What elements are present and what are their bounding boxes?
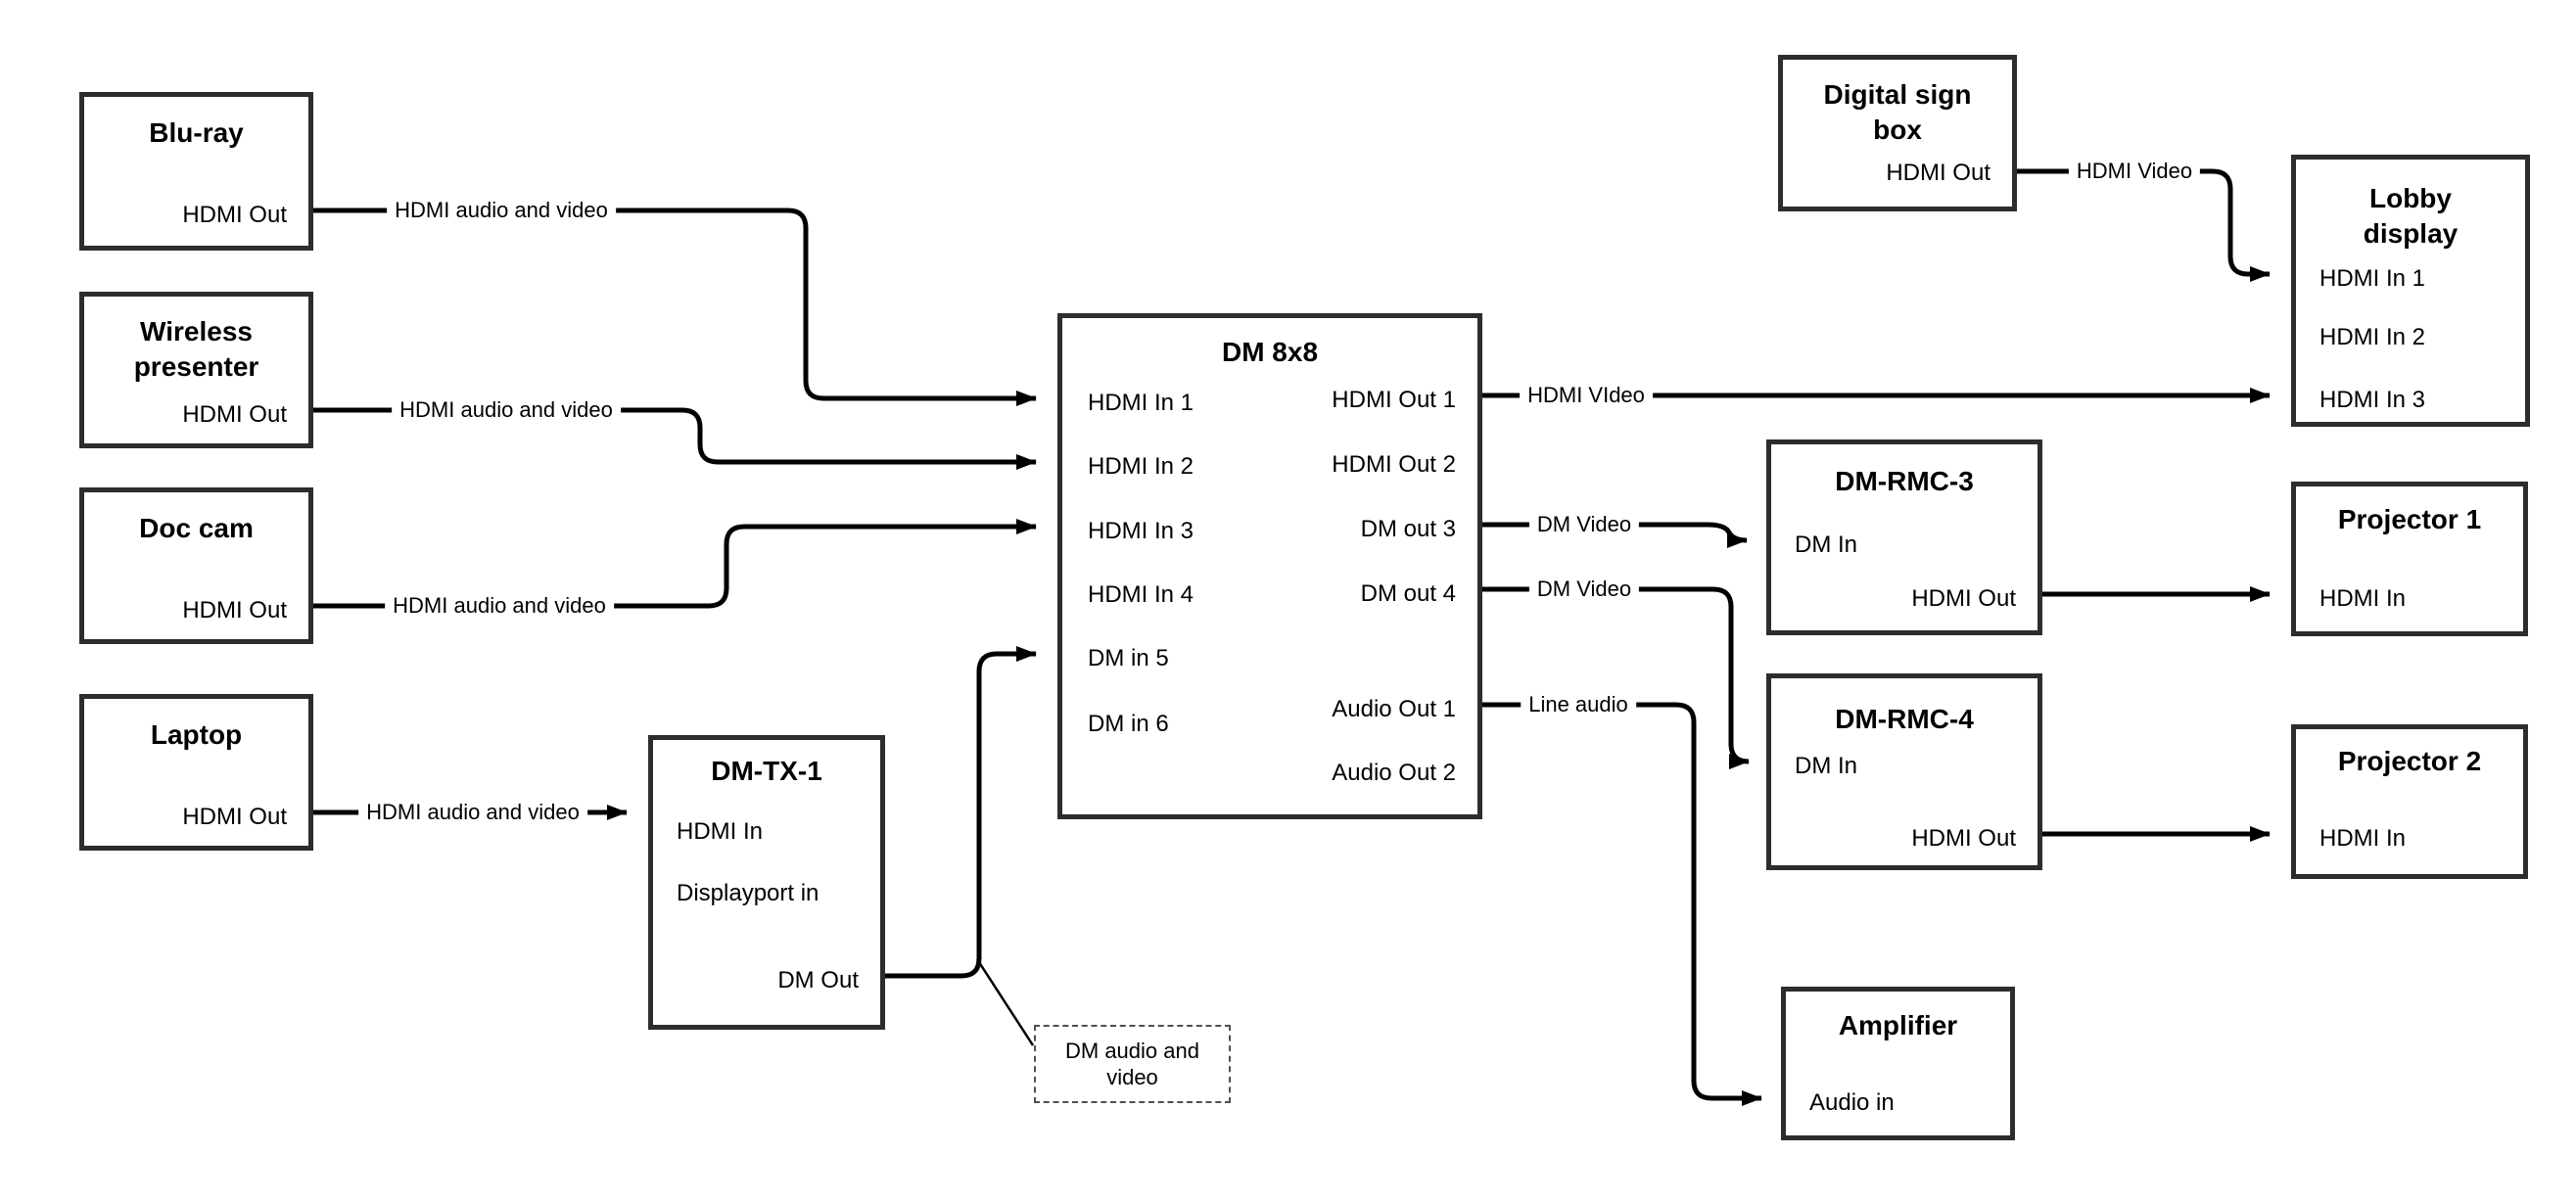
node-laptop: Laptop HDMI Out	[79, 694, 313, 851]
port-lobby-hdmi-in-1: HDMI In 1	[2319, 265, 2426, 292]
wire-doccam-to-dm8x8-in3	[313, 519, 1037, 609]
port-projector1-hdmi-in: HDMI In	[2319, 585, 2407, 612]
port-dmrmc4-hdmi-out: HDMI Out	[1911, 825, 2016, 852]
link-label-hdmi-video-sign: HDMI Video	[2068, 158, 2201, 185]
node-lobby-display: Lobby display HDMI In 1 HDMI In 2 HDMI I…	[2291, 155, 2530, 427]
link-label-laptop-hdmi-av: HDMI audio and video	[358, 799, 587, 826]
node-wireless-title-line1: Wireless	[140, 316, 253, 346]
wire-dmtx1-to-dm8x8-in5	[885, 646, 1037, 979]
node-dm-rmc-4: DM-RMC-4 DM In HDMI Out	[1766, 673, 2042, 870]
node-wireless-presenter: Wireless presenter HDMI Out	[79, 292, 313, 448]
node-wireless-title-line2: presenter	[133, 351, 259, 382]
port-lobby-hdmi-in-3: HDMI In 3	[2319, 387, 2426, 413]
node-projector-2: Projector 2 HDMI In	[2291, 724, 2528, 879]
node-lobby-title-line2: display	[2363, 218, 2459, 249]
node-lobby-title-line1: Lobby	[2369, 183, 2452, 213]
note-text: DM audio and video	[1065, 1039, 1199, 1089]
link-label-wireless-hdmi-av: HDMI audio and video	[392, 396, 621, 424]
wire-dm8x8-audio1-to-amplifier	[1482, 702, 1762, 1106]
port-dm8x8-hdmi-out-2: HDMI Out 2	[1332, 451, 1456, 478]
node-laptop-title: Laptop	[150, 719, 243, 750]
port-digitalsign-hdmi-out: HDMI Out	[1886, 160, 1991, 186]
port-dmrmc3-hdmi-out: HDMI Out	[1911, 585, 2016, 612]
port-dm8x8-audio-out-2: Audio Out 2	[1332, 760, 1456, 786]
port-dm8x8-dm-in-6: DM in 6	[1088, 711, 1169, 737]
wire-digitalsign-to-lobby-in1	[2017, 168, 2271, 282]
node-bluray-title: Blu-ray	[149, 117, 244, 148]
node-digitalsign-title-line1: Digital sign	[1823, 79, 1972, 110]
port-doccam-hdmi-out: HDMI Out	[182, 597, 287, 624]
node-digitalsign-title-line2: box	[1873, 115, 1922, 145]
wire-dm8x8-out3-to-rmc3	[1482, 522, 1748, 548]
port-projector2-hdmi-in: HDMI In	[2319, 825, 2407, 852]
link-label-dm-video-out3: DM Video	[1528, 511, 1640, 538]
node-digital-sign-box: Digital sign box HDMI Out	[1778, 55, 2017, 211]
port-dm8x8-hdmi-in-4: HDMI In 4	[1088, 581, 1194, 608]
port-dmrmc4-dm-in: DM In	[1795, 753, 1858, 779]
node-dmrmc3-title: DM-RMC-3	[1835, 466, 1974, 496]
node-projector1-title: Projector 1	[2337, 504, 2482, 534]
port-dmtx1-hdmi-in: HDMI In	[677, 818, 764, 845]
port-dm8x8-dm-out-3: DM out 3	[1360, 516, 1456, 542]
node-projector-1: Projector 1 HDMI In	[2291, 482, 2528, 636]
port-dm8x8-hdmi-in-1: HDMI In 1	[1088, 390, 1194, 416]
node-dmtx1-title: DM-TX-1	[711, 756, 822, 786]
link-label-dm-video-out4: DM Video	[1528, 576, 1640, 603]
port-laptop-hdmi-out: HDMI Out	[182, 804, 287, 830]
port-dmtx1-displayport-in: Displayport in	[677, 880, 820, 906]
node-bluray: Blu-ray HDMI Out	[79, 92, 313, 251]
port-bluray-hdmi-out: HDMI Out	[182, 202, 287, 228]
wire-bluray-to-dm8x8-in1	[313, 208, 1037, 406]
port-dm8x8-hdmi-in-2: HDMI In 2	[1088, 453, 1194, 480]
link-label-doccam-hdmi-av: HDMI audio and video	[385, 592, 614, 620]
node-dm8x8-title: DM 8x8	[1221, 337, 1319, 367]
node-dm-rmc-3: DM-RMC-3 DM In HDMI Out	[1766, 439, 2042, 635]
link-label-hdmi-video-out1: HDMI VIdeo	[1520, 382, 1653, 409]
port-dmrmc3-dm-in: DM In	[1795, 531, 1858, 558]
wire-dm8x8-out4-to-rmc4	[1482, 586, 1750, 769]
port-lobby-hdmi-in-2: HDMI In 2	[2319, 324, 2426, 350]
port-amplifier-audio-in: Audio in	[1809, 1089, 1895, 1116]
node-dmrmc4-title: DM-RMC-4	[1835, 704, 1974, 734]
node-doccam-title: Doc cam	[139, 513, 254, 543]
port-dm8x8-hdmi-out-1: HDMI Out 1	[1332, 387, 1456, 413]
port-dmtx1-dm-out: DM Out	[777, 967, 859, 993]
node-doc-cam: Doc cam HDMI Out	[79, 487, 313, 644]
port-dm8x8-audio-out-1: Audio Out 1	[1332, 696, 1456, 722]
note-callout-line	[975, 958, 1035, 1046]
link-label-line-audio: Line audio	[1521, 691, 1636, 718]
node-dm-8x8: DM 8x8 HDMI In 1 HDMI In 2 HDMI In 3 HDM…	[1057, 313, 1482, 819]
node-amplifier: Amplifier Audio in	[1781, 987, 2015, 1140]
wire-wireless-to-dm8x8-in2	[313, 407, 1037, 470]
link-label-bluray-hdmi-av: HDMI audio and video	[387, 197, 616, 224]
note-dm-audio-and-video: DM audio and video	[1034, 1025, 1231, 1103]
node-amplifier-title: Amplifier	[1838, 1010, 1958, 1040]
port-dm8x8-hdmi-in-3: HDMI In 3	[1088, 518, 1194, 544]
port-wireless-hdmi-out: HDMI Out	[182, 401, 287, 428]
port-dm8x8-dm-in-5: DM in 5	[1088, 645, 1169, 671]
port-dm8x8-dm-out-4: DM out 4	[1360, 580, 1456, 607]
node-dm-tx-1: DM-TX-1 HDMI In Displayport in DM Out	[648, 735, 885, 1030]
node-projector2-title: Projector 2	[2337, 746, 2482, 776]
